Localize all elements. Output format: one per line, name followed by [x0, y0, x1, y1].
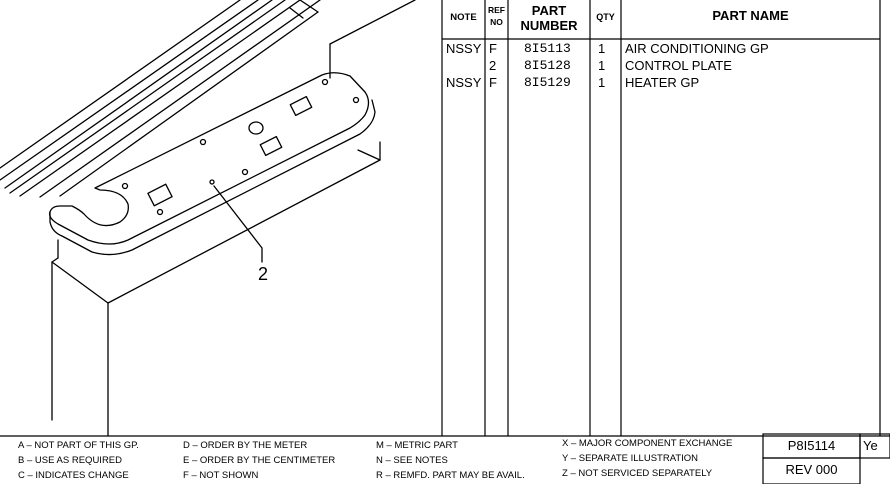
legend-item: D – ORDER BY THE METER [183, 440, 308, 451]
header-number: NUMBER [520, 18, 578, 33]
row-part-number: 8I5129 [524, 75, 571, 90]
legend-item: M – METRIC PART [376, 440, 458, 451]
legend-column-3: M – METRIC PART N – SEE NOTES R – REMFD.… [376, 438, 525, 483]
legend-item: X – MAJOR COMPONENT EXCHANGE [562, 438, 733, 449]
legend-item: R – REMFD. PART MAY BE AVAIL. [376, 470, 525, 481]
header-part-number: PART NUMBER [508, 4, 590, 32]
header-part: PART [531, 3, 567, 18]
control-plate [49, 72, 376, 256]
header-note: NOTE [450, 12, 477, 23]
legend-item: Z – NOT SERVICED SEPARATELY [562, 468, 713, 479]
row-note: NSSY [446, 41, 482, 56]
legend-item: E – ORDER BY THE CENTIMETER [183, 455, 336, 466]
legend-column-2: D – ORDER BY THE METER E – ORDER BY THE … [183, 438, 335, 483]
row-part-number: 8I5128 [524, 58, 571, 73]
row-qty: 1 [598, 58, 606, 73]
header-ref-no: REF NO [485, 6, 508, 26]
legend-item: F – NOT SHOWN [183, 470, 259, 481]
header-ref: REF [488, 5, 505, 15]
row-part-name: HEATER GP [625, 75, 700, 90]
row-part-number: 8I5113 [524, 41, 571, 56]
background-block [51, 0, 416, 436]
panel-edge-lines [0, 0, 321, 198]
row-part-name: AIR CONDITIONING GP [625, 41, 769, 56]
header-qty: QTY [596, 12, 615, 22]
header-part-name: PART NAME [712, 8, 789, 23]
row-ref: 2 [489, 58, 497, 73]
row-qty: 1 [598, 41, 606, 56]
legend-item: A – NOT PART OF THIS GP. [18, 440, 139, 451]
parts-illustration: 2 [0, 0, 416, 436]
page-id: P8I5114 [787, 438, 836, 453]
row-ref: F [489, 75, 497, 90]
header-no: NO [490, 16, 503, 27]
legend-item: C – INDICATES CHANGE [18, 470, 129, 481]
legend-item: N – SEE NOTES [376, 455, 448, 466]
row-part-name: CONTROL PLATE [625, 58, 732, 73]
callout-leader [213, 185, 263, 263]
legend-item: Y – SEPARATE ILLUSTRATION [562, 453, 699, 464]
legend-column-1: A – NOT PART OF THIS GP. B – USE AS REQU… [18, 438, 139, 483]
revision: REV 000 [785, 462, 838, 477]
callout-label: 2 [258, 264, 268, 284]
row-qty: 1 [598, 75, 606, 90]
legend-column-4: X – MAJOR COMPONENT EXCHANGE Y – SEPARAT… [562, 436, 732, 481]
row-ref: F [489, 41, 497, 56]
legend-item: B – USE AS REQUIRED [18, 455, 123, 466]
page-suffix: Ye [863, 438, 878, 453]
row-note: NSSY [446, 75, 482, 90]
